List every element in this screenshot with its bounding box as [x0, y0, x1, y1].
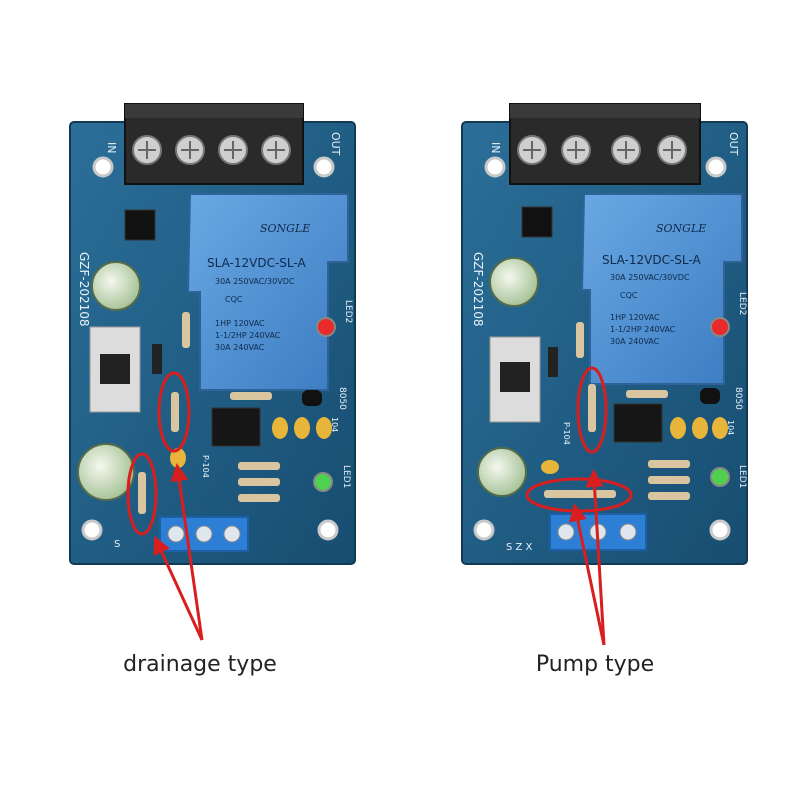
board-code: GZF-202108 — [471, 252, 485, 327]
capacitor-bottom — [77, 443, 135, 501]
arrows-left — [153, 463, 204, 641]
ic-chip — [211, 407, 261, 447]
label-led2: LED2 — [737, 292, 747, 315]
highlight-resistor-1 — [576, 366, 608, 454]
resistors — [544, 322, 690, 500]
arrows-right — [569, 469, 606, 646]
board-right: IN OUT SONGLE SLA-12VDC-SL-A 30A 250VAC/… — [461, 103, 748, 565]
relay: SONGLE SLA-12VDC-SL-A 30A 250VAC/30VDC C… — [186, 193, 349, 391]
mount-hole — [705, 156, 727, 178]
diode — [152, 344, 162, 374]
label-out: OUT — [727, 132, 740, 156]
transistor — [302, 390, 322, 406]
transistor — [700, 388, 720, 404]
relay-brand: SONGLE — [260, 222, 310, 235]
label-104: 104 — [330, 417, 339, 432]
capacitor-top — [91, 261, 141, 311]
relay-rating-3: 1-1/2HP 240VAC — [215, 331, 281, 340]
label-out: OUT — [329, 132, 342, 156]
label-8050: 8050 — [733, 387, 743, 410]
relay-rating-1: 30A 250VAC/30VDC — [610, 273, 690, 282]
relay-rating-1: 30A 250VAC/30VDC — [215, 277, 295, 286]
relay-rating-2: 1HP 120VAC — [215, 319, 265, 328]
caption-drainage-type: drainage type — [123, 652, 277, 677]
relay-cqc: CQC — [620, 291, 638, 300]
relay-rating-3: 1-1/2HP 240VAC — [610, 325, 676, 334]
caption-pump-type: Pump type — [535, 652, 655, 677]
label-104: 104 — [726, 420, 735, 435]
terminal-screws — [517, 135, 687, 165]
label-in: IN — [105, 142, 118, 153]
relay-rating-4: 30A 240VAC — [215, 343, 265, 352]
label-io: S — [114, 539, 120, 550]
ceramic-capacitors — [541, 417, 728, 474]
relay-rating-2: 1HP 120VAC — [610, 313, 660, 322]
rectifier — [521, 206, 553, 238]
led1 — [710, 467, 730, 487]
label-led2: LED2 — [343, 300, 353, 323]
label-pot: P-104 — [201, 455, 210, 478]
label-in: IN — [489, 142, 502, 153]
capacitor-bottom — [477, 447, 527, 497]
relay-brand: SONGLE — [656, 222, 706, 235]
mount-hole — [317, 519, 339, 541]
board-code: GZF-202108 — [77, 252, 91, 327]
ic-chip — [613, 403, 663, 443]
mount-hole — [92, 156, 114, 178]
led2 — [710, 317, 730, 337]
label-pot: P-104 — [562, 422, 571, 445]
relay-cqc: CQC — [225, 295, 243, 304]
label-led1: LED1 — [737, 465, 747, 488]
relay: SONGLE SLA-12VDC-SL-A 30A 250VAC/30VDC C… — [580, 193, 743, 385]
mount-hole — [709, 519, 731, 541]
diode — [548, 347, 558, 377]
relay-model: SLA-12VDC-SL-A — [602, 253, 701, 267]
capacitor-top — [489, 257, 539, 307]
mount-hole — [484, 156, 506, 178]
rectifier — [124, 209, 156, 241]
highlight-resistor-2 — [126, 452, 158, 536]
mount-hole — [473, 519, 495, 541]
mount-hole — [313, 156, 335, 178]
ceramic-capacitors — [170, 417, 332, 468]
terminal-screws — [132, 135, 291, 165]
led2 — [316, 317, 336, 337]
board-left: IN OUT SONGLE SLA-12VDC-SL-A 30A 250VAC/… — [69, 103, 356, 565]
label-8050: 8050 — [337, 387, 347, 410]
label-led1: LED1 — [341, 465, 351, 488]
relay-model: SLA-12VDC-SL-A — [207, 256, 306, 270]
led1 — [313, 472, 333, 492]
mount-hole — [81, 519, 103, 541]
resistors — [138, 312, 280, 514]
highlight-resistor-1 — [157, 371, 191, 453]
relay-rating-4: 30A 240VAC — [610, 337, 660, 346]
label-io: S Z X — [506, 542, 533, 553]
